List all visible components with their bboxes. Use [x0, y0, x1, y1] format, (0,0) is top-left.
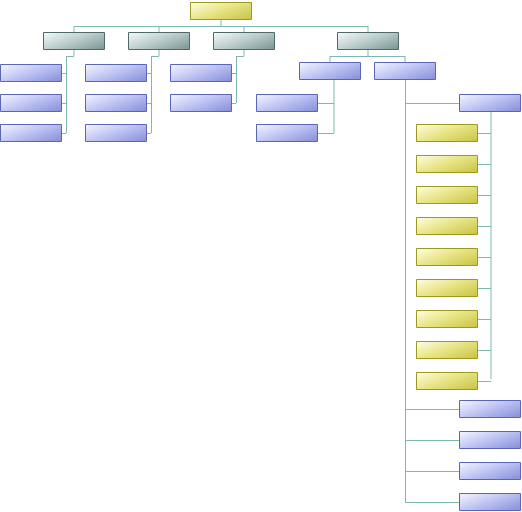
level2-box-1-2	[0, 94, 62, 112]
level1-box-4	[337, 32, 399, 50]
level4-box-8	[416, 341, 478, 359]
level4-box-2	[416, 155, 478, 173]
level2-box-3-1	[170, 64, 232, 82]
root-box	[190, 2, 252, 20]
level3-box-4-2-2	[459, 400, 521, 418]
level3-box-4-1-1	[256, 94, 318, 112]
level2-box-2-2	[85, 94, 147, 112]
level3-box-4-2-5	[459, 493, 521, 511]
level2-box-1-1	[0, 64, 62, 82]
level2-box-2-3	[85, 124, 147, 142]
level3-box-4-2-4	[459, 462, 521, 480]
level2-box-4-1	[299, 62, 361, 80]
level4-box-1	[416, 124, 478, 142]
level4-box-4	[416, 217, 478, 235]
level2-box-4-2	[374, 62, 436, 80]
level3-box-4-2-3	[459, 431, 521, 449]
level4-box-3	[416, 186, 478, 204]
level4-box-9	[416, 372, 478, 390]
level3-box-4-2-1	[459, 94, 521, 112]
level2-box-1-3	[0, 124, 62, 142]
level3-box-4-1-2	[256, 124, 318, 142]
level2-box-2-1	[85, 64, 147, 82]
level1-box-2	[128, 32, 190, 50]
level4-box-5	[416, 248, 478, 266]
level2-box-3-2	[170, 94, 232, 112]
level1-box-3	[213, 32, 275, 50]
level4-box-6	[416, 279, 478, 297]
level4-box-7	[416, 310, 478, 328]
level1-box-1	[43, 32, 105, 50]
